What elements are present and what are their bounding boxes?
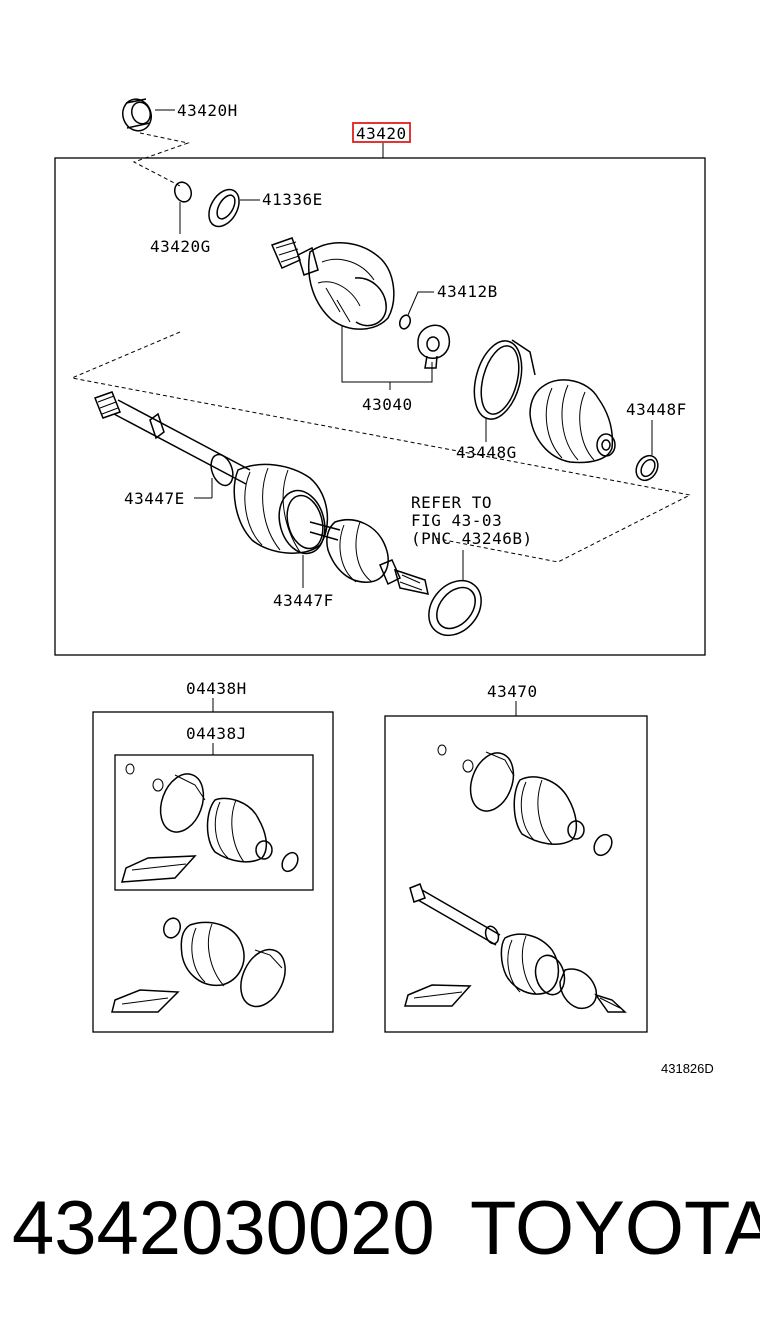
label-41336e[interactable]: 41336E	[262, 190, 323, 209]
snap-ring-43420g	[173, 181, 193, 203]
inner-seal	[428, 579, 482, 637]
label-43420h[interactable]: 43420H	[177, 101, 238, 120]
label-43448g[interactable]: 43448G	[456, 443, 517, 462]
label-43412b[interactable]: 43412B	[437, 282, 498, 301]
parts-diagram: 43420 43420H 43420G 41336E 43412B 43040	[54, 98, 714, 1076]
highlight-box	[352, 122, 411, 143]
label-04438j[interactable]: 04438J	[186, 724, 247, 743]
caption-brand: TOYOTA	[470, 1186, 760, 1271]
tripod-joint	[417, 324, 451, 369]
label-43420[interactable]: 43420	[356, 124, 407, 143]
label-43040[interactable]: 43040	[362, 395, 413, 414]
seal-41336e	[208, 188, 240, 228]
diagram-code: 431826D	[661, 1061, 714, 1076]
caption-part-number: 4342030020	[12, 1186, 435, 1271]
label-43447f[interactable]: 43447F	[273, 591, 334, 610]
label-43448f[interactable]: 43448F	[626, 400, 687, 419]
kit-04438h-parts	[111, 917, 286, 1013]
boot-band-43448g	[473, 339, 536, 420]
label-43420g[interactable]: 43420G	[150, 237, 211, 256]
kit-43470-frame	[384, 715, 648, 1033]
kit-04438h-frame	[92, 711, 334, 1033]
caption: 4342030020 TOYOTA	[0, 1185, 760, 1285]
kit-04438j-parts	[120, 763, 299, 883]
main-assembly-frame	[54, 157, 706, 656]
refer-note-line3: (PNC 43246B)	[411, 529, 533, 548]
label-43447e[interactable]: 43447E	[124, 489, 185, 508]
refer-note-line2: FIG 43-03	[411, 511, 502, 530]
outboard-boot	[529, 379, 616, 464]
refer-note-line1: REFER TO	[411, 493, 492, 512]
label-43470[interactable]: 43470	[487, 682, 538, 701]
outboard-joint-43040	[270, 237, 395, 330]
boot-band-43448f	[635, 454, 659, 482]
dust-seal-43420h	[122, 98, 152, 132]
kit-43470-parts	[404, 744, 627, 1013]
clip-43412b	[398, 314, 412, 330]
label-04438h[interactable]: 04438H	[186, 679, 247, 698]
boot-band-43447e	[210, 453, 234, 487]
kit-04438j-frame	[114, 754, 314, 891]
drive-shaft	[94, 391, 429, 595]
